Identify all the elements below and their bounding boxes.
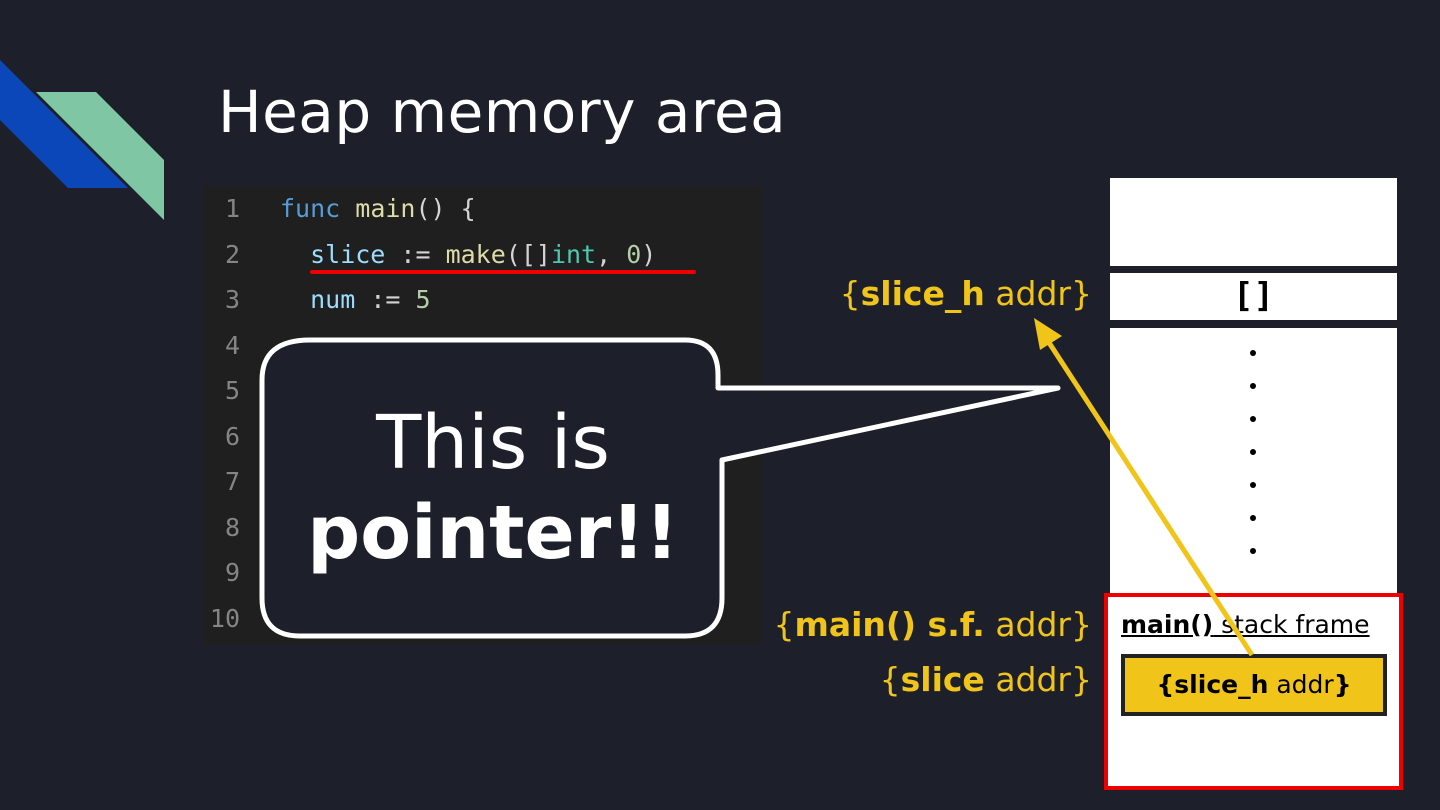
line-number: 9 (224, 558, 240, 587)
slice-h-addr-label: {slice_h addr} (839, 274, 1092, 313)
corner-decoration (0, 60, 164, 220)
highlight-underline (310, 270, 696, 274)
code-token: main (355, 194, 416, 223)
line-number: 10 (209, 603, 240, 633)
code-line: 9 (204, 550, 762, 595)
code-token: () { (415, 194, 476, 223)
code-text: slice := make([]int, 0) (280, 232, 656, 277)
code-line: 2 slice := make([]int, 0) (204, 232, 762, 277)
code-line: 8 (204, 505, 762, 550)
deco-blue-stripe (0, 60, 128, 188)
deco-green-stripe (36, 92, 164, 220)
ellipsis-dot (1250, 515, 1256, 521)
memory-top-block (1110, 178, 1397, 266)
code-line: 1 func main() { (204, 186, 762, 231)
code-token: int (550, 239, 597, 269)
ellipsis-dot (1250, 350, 1256, 356)
code-text: num := 5 (280, 277, 431, 322)
line-number: 4 (224, 330, 240, 360)
line-number: 2 (224, 239, 240, 269)
callout-line-1: This is (376, 400, 610, 486)
line-number: 5 (224, 376, 240, 405)
code-token: func (280, 194, 341, 223)
ellipsis-dot (1250, 383, 1256, 389)
code-line: 3 num := 5 (204, 277, 762, 322)
code-line: 5 (204, 368, 762, 413)
code-token: := (385, 239, 446, 269)
pointer-arrow-line (1043, 336, 1255, 657)
line-number: 8 (224, 512, 240, 542)
pointer-arrow-head (1034, 318, 1062, 350)
code-line: 7 (204, 459, 762, 504)
code-line: 4 (204, 323, 762, 368)
callout-line-2: pointer!! (307, 490, 679, 576)
line-number: 6 (224, 421, 240, 451)
slice-addr-label: {slice addr} (879, 660, 1092, 699)
slide-title: Heap memory area (218, 78, 787, 146)
heap-slice-block: [] (1110, 273, 1397, 320)
ellipsis-dot (1250, 482, 1256, 488)
code-token: ([] (505, 239, 551, 269)
code-token: slice (280, 239, 386, 269)
ellipsis-dot (1250, 548, 1256, 554)
speech-bubble-shape (259, 337, 1061, 639)
code-token: , (596, 239, 627, 269)
code-text: func main() { (280, 186, 476, 231)
line-number: 3 (224, 285, 240, 314)
main-sf-addr-label: {main() s.f. addr} (773, 605, 1092, 644)
code-token: 0 (626, 239, 642, 269)
code-token: := (355, 285, 416, 314)
ellipsis-dot (1250, 449, 1256, 455)
callout-text: This is pointer!! (270, 398, 716, 578)
code-line: 10 (204, 596, 762, 641)
line-number: 1 (224, 194, 240, 223)
code-token: make (445, 239, 506, 269)
ellipsis-dot (1250, 416, 1256, 422)
code-token: 5 (415, 285, 431, 314)
line-number: 7 (224, 467, 240, 496)
code-line: 6 (204, 414, 762, 459)
code-token: num (280, 285, 356, 314)
slice-variable-box: {slice_h addr} (1121, 654, 1387, 716)
stack-frame-label: main() stack frame (1121, 610, 1370, 639)
code-token: ) (641, 239, 657, 269)
